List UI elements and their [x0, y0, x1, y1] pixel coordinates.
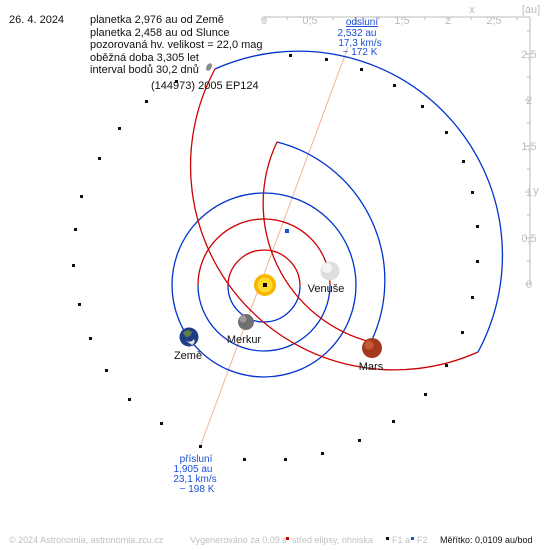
- asteroid-orbit-red: [189, 68, 479, 371]
- aphelion-label-group: odsluní 2,532 au 17,3 km/s ~ 172 K: [338, 17, 382, 58]
- legend-f1-label: F1 a: [392, 535, 410, 545]
- sun: [254, 274, 276, 296]
- x-tick-label: 0,5: [302, 15, 317, 27]
- legend-f1-marker: [386, 537, 389, 540]
- y-tick-label: 2,5: [521, 49, 536, 61]
- y-tick-label: 1: [526, 187, 532, 199]
- axis-tick-labels: 0 0,5 1 1,5 2 2,5 x [au] 2,5 2 1,5 1 0,5…: [261, 4, 540, 291]
- apsides-line: [199, 46, 349, 448]
- scale-label: Měřítko: 0,0109 au/bod: [440, 535, 533, 545]
- legend-f2-label: F2: [417, 535, 428, 545]
- legend-f2-marker: [411, 537, 414, 540]
- x-tick-label: 2,5: [486, 15, 501, 27]
- x-tick-label: 1,5: [394, 15, 409, 27]
- y-axis-label: y: [533, 185, 539, 197]
- object-name: (144973) 2005 EP124: [151, 80, 259, 92]
- mars-orbit-south: [276, 141, 386, 343]
- perihelion-title: přísluní: [180, 454, 213, 465]
- y-tick-label: 0: [526, 279, 532, 291]
- legend-center-marker: [286, 537, 289, 540]
- info-line: oběžná doba 3,305 let: [90, 52, 199, 64]
- legend-center-label: střed elipsy, ohniska: [292, 535, 373, 545]
- y-axis-ticks: [525, 30, 530, 285]
- aphelion-temp: ~ 172 K: [343, 47, 378, 58]
- aphelion-title: odsluní: [346, 17, 378, 28]
- venus: [320, 261, 340, 281]
- mars: [362, 338, 382, 358]
- info-line: pozorovaná hv. velikost = 22,0 mag: [90, 39, 263, 51]
- axis-unit: [au]: [522, 4, 540, 16]
- perihelion-label-group: přísluní 1,905 au 23,1 km/s ~ 198 K: [173, 454, 216, 495]
- aphelion-distance: 2,532 au: [338, 28, 377, 39]
- x-axis-ticks: [263, 17, 518, 22]
- earth-label: Země: [174, 350, 202, 362]
- info-line: interval bodů 30,2 dnů: [90, 64, 199, 76]
- axes: [263, 16, 531, 285]
- ellipse-center-marker: [285, 229, 289, 233]
- x-tick-label: 1: [353, 15, 359, 27]
- mars-orbit-north: [262, 141, 372, 343]
- perihelion-distance: 1,905 au: [174, 464, 213, 475]
- asteroid: [206, 63, 212, 71]
- asteroid-orbit-markers: [72, 54, 479, 461]
- generated-time: Vygenerováno za 0,09 s: [190, 535, 287, 545]
- mars-label: Mars: [359, 361, 384, 373]
- info-line: planetka 2,458 au od Slunce: [90, 27, 229, 39]
- y-tick-label: 2: [526, 95, 532, 107]
- aphelion-speed: 17,3 km/s: [338, 38, 381, 49]
- perihelion-temp: ~ 198 K: [180, 484, 215, 495]
- y-tick-label: 0,5: [521, 233, 536, 245]
- orbits: [171, 50, 504, 378]
- mercury-label: Merkur: [227, 334, 262, 346]
- copyright: © 2024 Astronomia, astronomia.zcu.cz: [9, 535, 164, 545]
- x-tick-label: 0: [261, 15, 267, 27]
- date-label: 26. 4. 2024: [9, 14, 64, 26]
- info-line: planetka 2,976 au od Země: [90, 14, 224, 26]
- venus-label: Venuše: [308, 283, 345, 295]
- mercury-orbit-north: [227, 249, 301, 287]
- perihelion-speed: 23,1 km/s: [173, 474, 216, 485]
- mercury: [238, 314, 254, 330]
- venus-orbit-south: [197, 284, 331, 352]
- asteroid-orbit-blue: [214, 50, 504, 353]
- earth: [179, 327, 199, 347]
- y-tick-label: 1,5: [521, 141, 536, 153]
- x-tick-label: 2: [445, 15, 451, 27]
- footer: © 2024 Astronomia, astronomia.zcu.cz Vyg…: [9, 535, 533, 545]
- x-axis-label: x: [469, 4, 475, 16]
